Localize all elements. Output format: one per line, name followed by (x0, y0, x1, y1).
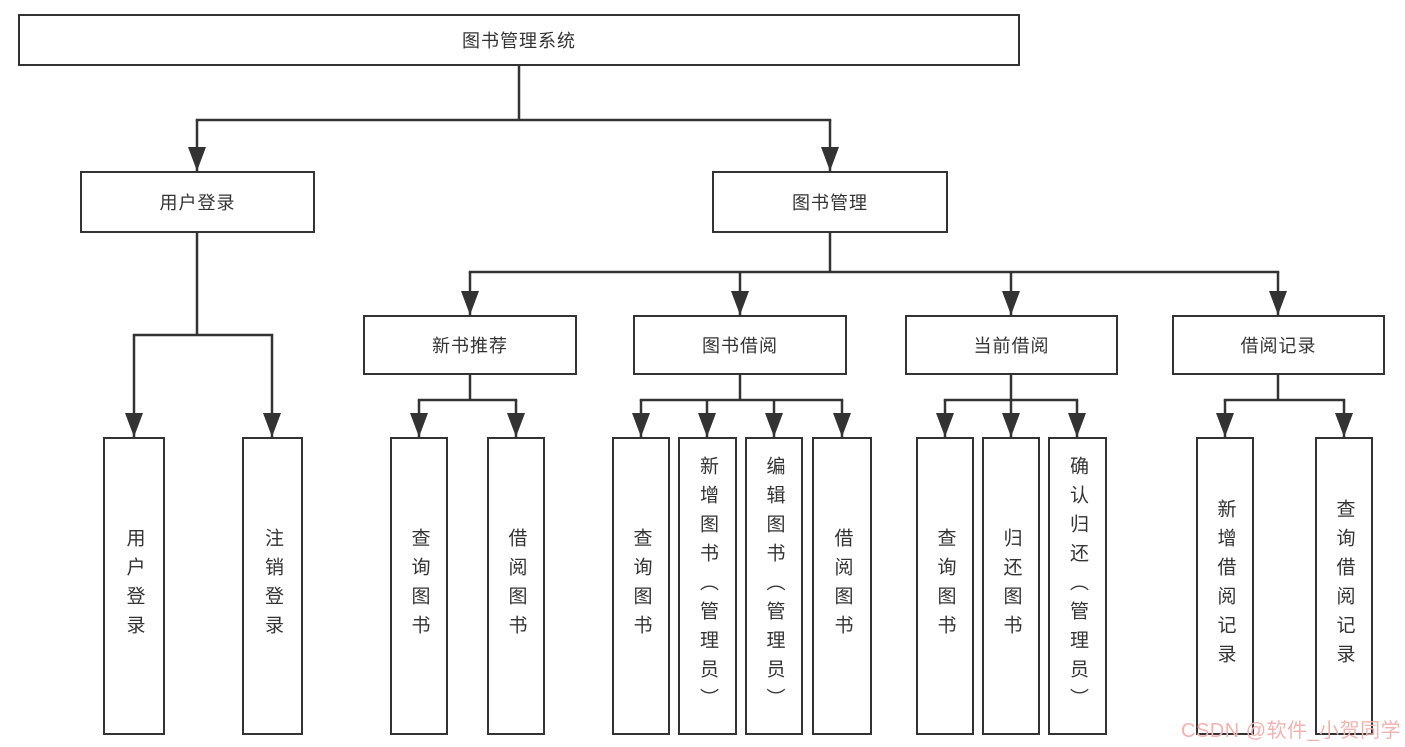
leaf-query-books-current: 查询图书 (916, 437, 974, 735)
connector-book-borrow-to-leaves (632, 375, 851, 437)
leaf-borrow-books-recommend: 借阅图书 (487, 437, 545, 735)
leaf-query-books-recommend: 查询图书 (390, 437, 448, 735)
leaf-borrow-books: 借阅图书 (812, 437, 872, 735)
node-user-login: 用户登录 (80, 171, 315, 233)
leaf-user-login: 用户登录 (103, 437, 165, 735)
leaf-add-borrow-record: 新增借阅记录 (1196, 437, 1254, 735)
connector-user-login-to-leaves (125, 233, 281, 437)
connector-new-book-recommend-to-leaves (410, 375, 525, 437)
connector-current-borrow-to-leaves (936, 375, 1086, 437)
leaf-add-books-admin: 新增图书（管理员） (678, 437, 737, 735)
connector-root-to-level2 (188, 66, 839, 171)
csdn-watermark: CSDN @软件_小贺同学 (1181, 720, 1402, 742)
leaf-query-books-borrow: 查询图书 (612, 437, 670, 735)
node-book-borrow: 图书借阅 (633, 315, 847, 375)
leaf-logout: 注销登录 (242, 437, 303, 735)
node-book-management: 图书管理 (712, 171, 948, 233)
node-current-borrow: 当前借阅 (905, 315, 1118, 375)
node-borrow-records: 借阅记录 (1172, 315, 1385, 375)
node-new-book-recommend: 新书推荐 (363, 315, 577, 375)
connector-borrow-records-to-leaves (1216, 375, 1353, 437)
leaf-confirm-return-admin: 确认归还（管理员） (1048, 437, 1107, 735)
leaf-edit-books-admin: 编辑图书（管理员） (745, 437, 803, 735)
node-root-library-management-system: 图书管理系统 (18, 14, 1020, 66)
leaf-query-borrow-record: 查询借阅记录 (1315, 437, 1373, 735)
connector-book-management-to-level3 (461, 233, 1287, 315)
leaf-return-books: 归还图书 (982, 437, 1040, 735)
